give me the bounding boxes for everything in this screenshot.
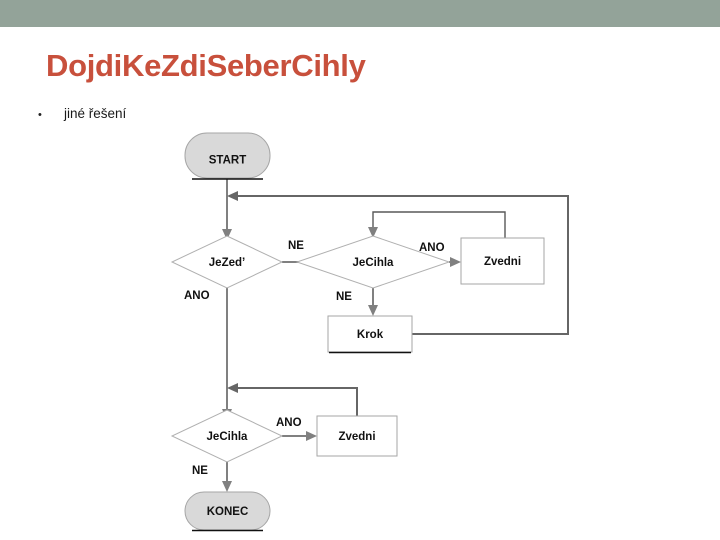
- node-decision-jecihla-top[interactable]: JeCihla: [295, 235, 451, 289]
- node-decision-jezed-label: JeZed’: [209, 257, 245, 269]
- node-zvedni-bottom-label: Zvedni: [338, 431, 375, 443]
- edge-label-jezed-ne: NE: [288, 240, 304, 252]
- node-krok[interactable]: Krok: [327, 315, 413, 354]
- node-konec-label: KONEC: [207, 506, 249, 518]
- header-bar: [0, 0, 720, 27]
- node-decision-jecihla-bottom-label: JeCihla: [207, 431, 249, 443]
- connector-jecihla-top-ne: [368, 288, 378, 316]
- edge-label-jecihla-top-ano: ANO: [419, 242, 445, 254]
- edge-label-jecihla-top-ne: NE: [336, 291, 352, 303]
- connector-jezed-ano-down: [222, 288, 232, 420]
- node-konec[interactable]: KONEC: [184, 491, 271, 532]
- bullet-marker-icon: •: [38, 109, 42, 121]
- node-zvedni-bottom[interactable]: Zvedni: [316, 415, 398, 457]
- node-decision-jecihla-bottom[interactable]: JeCihla: [170, 409, 284, 463]
- node-krok-label: Krok: [357, 329, 384, 341]
- node-decision-jezed[interactable]: JeZed’: [170, 235, 284, 289]
- node-start-label: START: [209, 155, 246, 167]
- node-decision-jecihla-top-label: JeCihla: [353, 257, 395, 269]
- connector-krok-loopback: [227, 191, 569, 335]
- edge-label-jezed-ano: ANO: [184, 290, 210, 302]
- page-title: DojdiKeZdiSeberCihly: [46, 48, 366, 83]
- edge-label-jecihla-bottom-ne: NE: [192, 465, 208, 477]
- connector-jecihla-top-ano: [449, 257, 461, 267]
- connector-jecihla-bottom-ano: [282, 431, 317, 441]
- node-start[interactable]: START: [184, 132, 271, 180]
- node-zvedni-top[interactable]: Zvedni: [460, 237, 545, 285]
- connector-zvedni-bottom-loopback: [227, 383, 358, 416]
- edge-label-jecihla-bottom-ano: ANO: [276, 417, 302, 429]
- bullet-list-item: • jiné řešení: [38, 106, 126, 121]
- connector-jecihla-bottom-ne: [222, 462, 232, 492]
- node-zvedni-top-label: Zvedni: [484, 256, 521, 268]
- connector-zvedni-top-loopback: [368, 211, 506, 238]
- connector-start-to-jezed: [222, 178, 232, 240]
- bullet-item-label: jiné řešení: [64, 106, 127, 121]
